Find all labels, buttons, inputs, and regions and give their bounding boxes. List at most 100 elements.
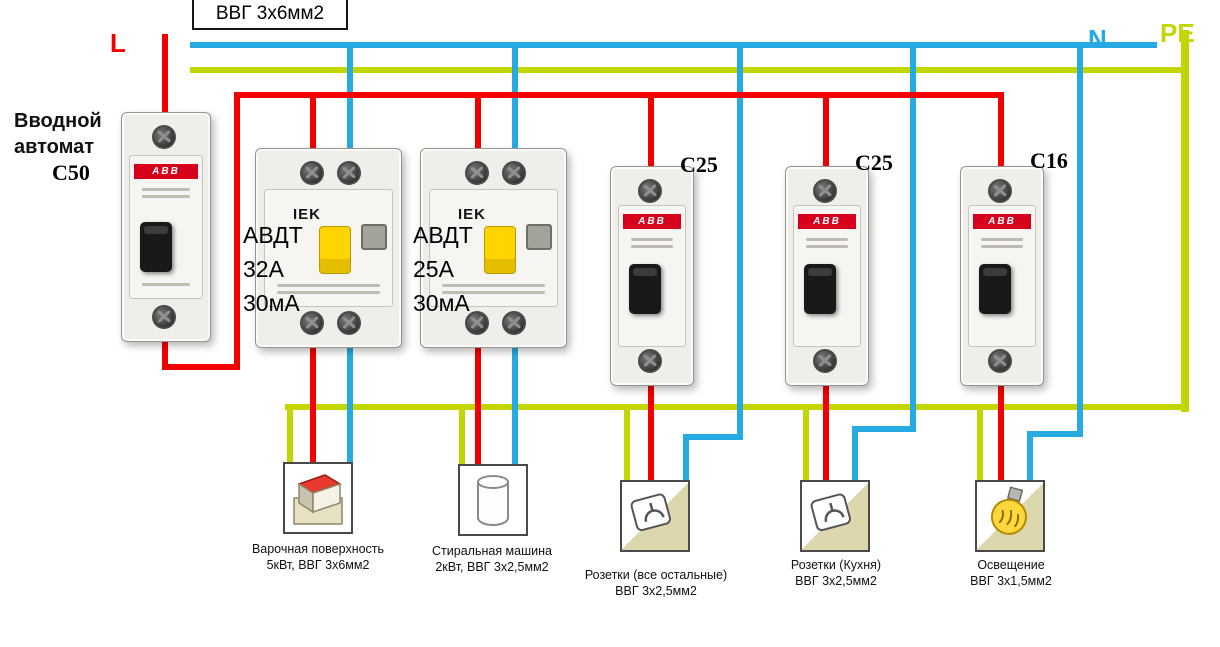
- abb-logo: ABB: [134, 164, 198, 179]
- wire-neutral-in-sockets2: [852, 426, 858, 482]
- main-breaker-name-line1: Вводной: [14, 110, 102, 132]
- wire-neutral-bus: [190, 42, 1157, 48]
- washer-drum-icon: [477, 475, 509, 526]
- abb-logo: ABB: [623, 214, 681, 229]
- socket-symbol-icon: [810, 493, 851, 532]
- wire-phase-riser: [234, 95, 240, 370]
- spec-markings: [623, 234, 681, 252]
- wire-neutral-riser-sockets1: [737, 45, 743, 440]
- wire-neutral-in-lighting: [1027, 431, 1033, 482]
- wire-neutral-in-sockets1: [683, 434, 689, 482]
- wire-earth-drop-sockets1: [624, 404, 630, 482]
- breaker-face: ABB: [793, 205, 861, 347]
- socket-symbol-icon: [630, 493, 671, 532]
- load-spec: ВВГ 3х1,5мм2: [970, 574, 1052, 589]
- breaker-face: ABB: [129, 155, 203, 299]
- load-icon-sockets-other: [620, 480, 690, 552]
- terminal-screw-icon: [152, 125, 176, 149]
- mcb1-rating: С25: [680, 152, 718, 177]
- test-button-icon: [526, 224, 552, 250]
- load-spec: ВВГ 3х2,5мм2: [615, 584, 697, 599]
- rcbo2-type: АВДТ: [413, 222, 473, 248]
- wire-phase-out-mcb1: [648, 380, 654, 482]
- wire-phase-out-mcb2: [823, 380, 829, 482]
- phase-label: L: [110, 28, 126, 58]
- wire-neutral-out-rcbo1: [347, 340, 353, 464]
- wire-neutral-jog-sockets2: [852, 426, 916, 432]
- iek-logo: IEK: [293, 206, 322, 223]
- load-name: Розетки (все остальные): [584, 568, 728, 582]
- wire-phase-c50-out: [162, 334, 168, 370]
- breaker-lever-icon: [140, 222, 172, 272]
- terminal-screw-icon: [465, 161, 489, 185]
- breaker-lever-icon: [804, 264, 836, 314]
- wire-neutral-riser-sockets2: [910, 45, 916, 432]
- load-name: Розетки (Кухня): [790, 558, 882, 572]
- spec-markings: [269, 280, 388, 298]
- rcbo2-current: 25А: [413, 256, 454, 282]
- abb-logo: ABB: [798, 214, 856, 229]
- wire-earth-right-riser: [1181, 30, 1189, 412]
- terminal-screw-icon: [813, 179, 837, 203]
- wire-neutral-drop-rcbo1: [347, 45, 353, 155]
- wire-phase-out-mcb3: [998, 380, 1004, 482]
- spec-markings: [434, 280, 553, 298]
- wire-neutral-drop-rcbo2: [512, 45, 518, 155]
- breaker-c25-sockets: ABB: [610, 166, 694, 386]
- test-button-icon: [361, 224, 387, 250]
- neutral-label: N: [1088, 24, 1107, 54]
- main-cable-label: ВВГ 3х6мм2: [192, 0, 348, 30]
- wire-neutral-jog-sockets1: [683, 434, 743, 440]
- wire-phase-drop-mcb3: [998, 95, 1004, 171]
- terminal-screw-icon: [300, 311, 324, 335]
- load-icon-sockets-kitchen: [800, 480, 870, 552]
- load-spec: 5кВт, ВВГ 3х6мм2: [266, 558, 370, 573]
- wire-phase-main-bus: [234, 92, 1004, 98]
- main-breaker-rating: С50: [52, 160, 90, 185]
- mcb3-rating: С16: [1030, 148, 1068, 173]
- wire-earth-drop-washer: [459, 404, 465, 466]
- bulb-icon: [990, 486, 1027, 535]
- load-caption-sockets-other: Розетки (все остальные) ВВГ 3х2,5мм2: [570, 567, 742, 600]
- rcbo-32a-30ma: IEK: [255, 148, 402, 348]
- main-breaker-c50: ABB: [121, 112, 211, 342]
- terminal-screw-icon: [638, 349, 662, 373]
- wire-phase-drop-rcbo1: [310, 95, 316, 155]
- wire-earth-top-bus: [190, 67, 1189, 73]
- terminal-screw-icon: [502, 311, 526, 335]
- breaker-lever-icon: [629, 264, 661, 314]
- terminal-screw-icon: [337, 161, 361, 185]
- load-spec: 2кВт, ВВГ 3х2,5мм2: [435, 560, 549, 575]
- load-icon-washer: [458, 464, 528, 536]
- mcb2-rating: С25: [855, 150, 893, 175]
- rcbo1-leakage: 30мА: [243, 290, 300, 316]
- breaker-face: ABB: [968, 205, 1036, 347]
- terminal-screw-icon: [337, 311, 361, 335]
- wire-neutral-out-rcbo2: [512, 340, 518, 466]
- rcbo-lever-icon: [319, 226, 351, 274]
- cooktop-icon: [293, 474, 343, 525]
- breaker-c25-kitchen: ABB: [785, 166, 869, 386]
- wire-phase-jog: [162, 364, 240, 370]
- wire-phase-drop-mcb2: [823, 95, 829, 171]
- load-icon-cooktop: [283, 462, 353, 534]
- load-caption-lighting: Освещение ВВГ 3х1,5мм2: [936, 557, 1086, 590]
- terminal-screw-icon: [813, 349, 837, 373]
- rcbo-face: IEK: [264, 189, 393, 307]
- rcbo2-leakage: 30мА: [413, 290, 470, 316]
- terminal-screw-icon: [152, 305, 176, 329]
- breaker-c16-lighting: ABB: [960, 166, 1044, 386]
- wire-phase-out-rcbo1: [310, 340, 316, 464]
- terminal-screw-icon: [988, 179, 1012, 203]
- load-caption-washer: Стиральная машина 2кВт, ВВГ 3х2,5мм2: [412, 543, 572, 576]
- rcbo1-type: АВДТ: [243, 222, 303, 248]
- earth-label: PE: [1160, 18, 1195, 48]
- terminal-screw-icon: [638, 179, 662, 203]
- wire-phase-drop-rcbo2: [475, 95, 481, 155]
- terminal-screw-icon: [988, 349, 1012, 373]
- load-spec: ВВГ 3х2,5мм2: [795, 574, 877, 589]
- wire-earth-drop-cooktop: [287, 404, 293, 464]
- terminal-screw-icon: [465, 311, 489, 335]
- spec-markings: [134, 279, 198, 290]
